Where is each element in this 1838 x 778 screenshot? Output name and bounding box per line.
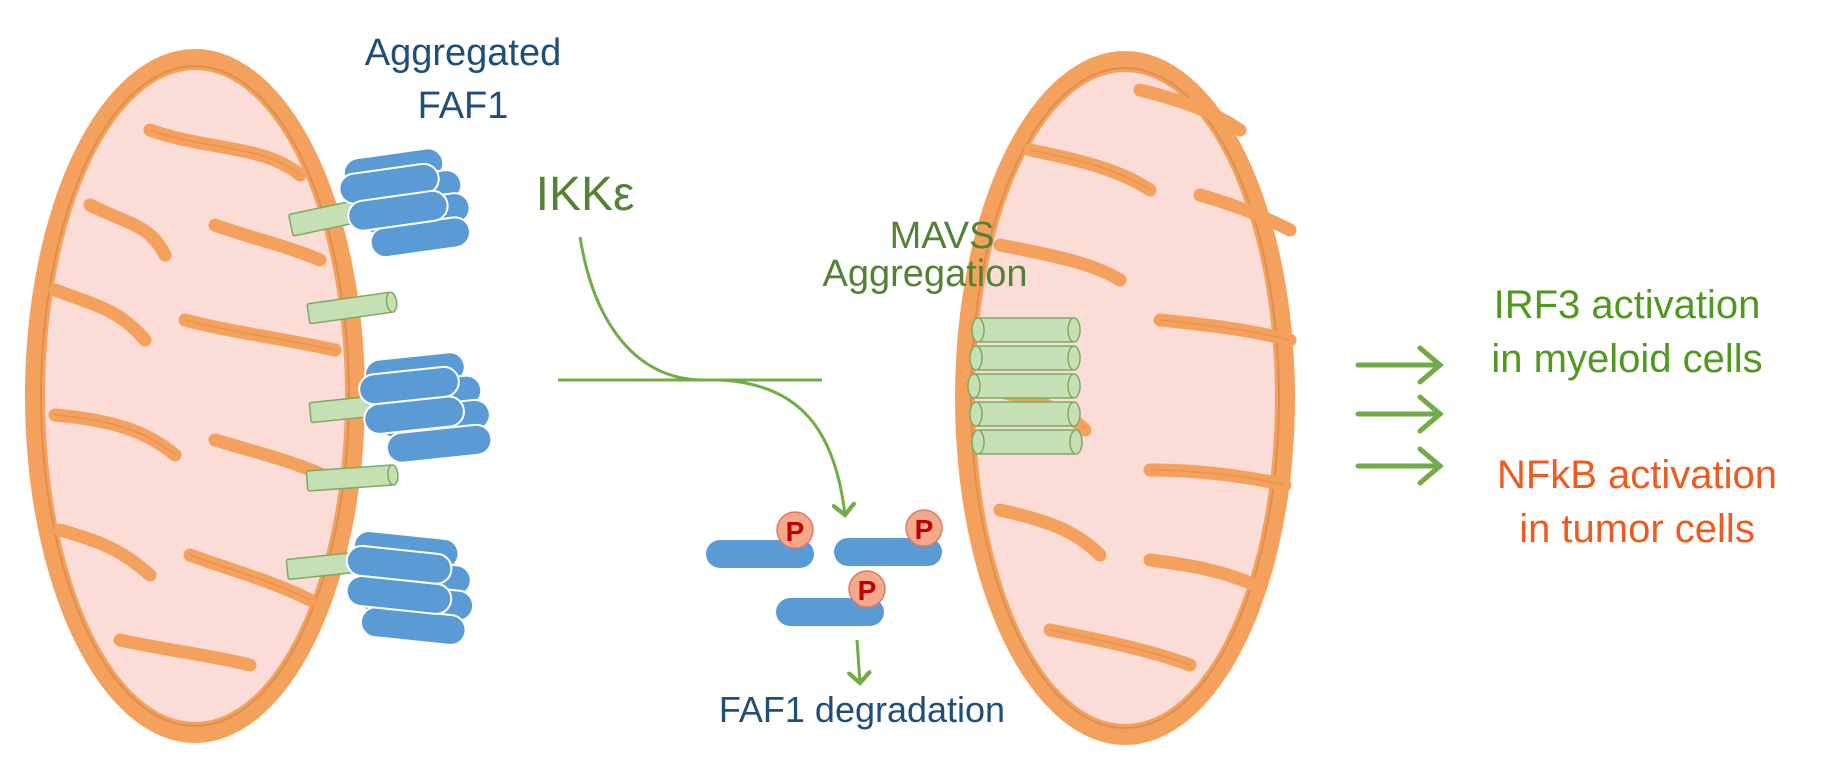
- left-cristae-edges: [54, 129, 336, 601]
- degradation-arrow: [857, 639, 860, 683]
- phospho-marker: P: [905, 509, 943, 547]
- mavs-aggregation-label-line1: MAVS: [890, 215, 995, 257]
- phospho-marker: P: [776, 511, 814, 549]
- phospho-marker: P: [848, 570, 886, 608]
- svg-text:P: P: [915, 514, 934, 545]
- phosphorylated-faf1-group: P P P: [706, 509, 943, 626]
- faf1-aggregate-bottom: [345, 530, 475, 647]
- mavs-aggregate-right: [967, 317, 1083, 455]
- faf1-monomer: [706, 540, 814, 568]
- nfkb-activation-label-line1: NFkB activation: [1497, 453, 1777, 497]
- irf3-activation-label-line1: IRF3 activation: [1494, 283, 1761, 327]
- faf1-degradation-label: FAF1 degradation: [719, 689, 1005, 730]
- faf1-monomer: [834, 538, 942, 566]
- right-mitochondrion: [955, 51, 1297, 745]
- aggregated-faf1-label-line2: FAF1: [418, 85, 509, 127]
- activation-arrow-top: [1355, 345, 1444, 385]
- ikk-epsilon-inhibition-curve: [558, 236, 845, 515]
- faf1-aggregate-top: [338, 147, 471, 259]
- faf1-monomer: [776, 598, 884, 626]
- right-cristae-edges: [1029, 149, 1291, 666]
- nfkb-activation-label-line2: in tumor cells: [1519, 507, 1755, 551]
- activation-arrows: [1355, 345, 1444, 486]
- left-mitochondrion: [25, 49, 365, 743]
- ikk-epsilon-label: IKKε: [536, 168, 635, 221]
- svg-text:P: P: [858, 575, 877, 606]
- aggregated-faf1-label-line1: Aggregated: [365, 32, 562, 74]
- mavs-aggregation-label-line2: Aggregation: [823, 253, 1028, 295]
- svg-text:P: P: [786, 516, 805, 547]
- activation-arrow-middle: [1355, 394, 1444, 434]
- faf1-aggregate-middle: [358, 351, 493, 464]
- activation-arrow-bottom: [1355, 446, 1444, 486]
- irf3-activation-label-line2: in myeloid cells: [1491, 337, 1762, 381]
